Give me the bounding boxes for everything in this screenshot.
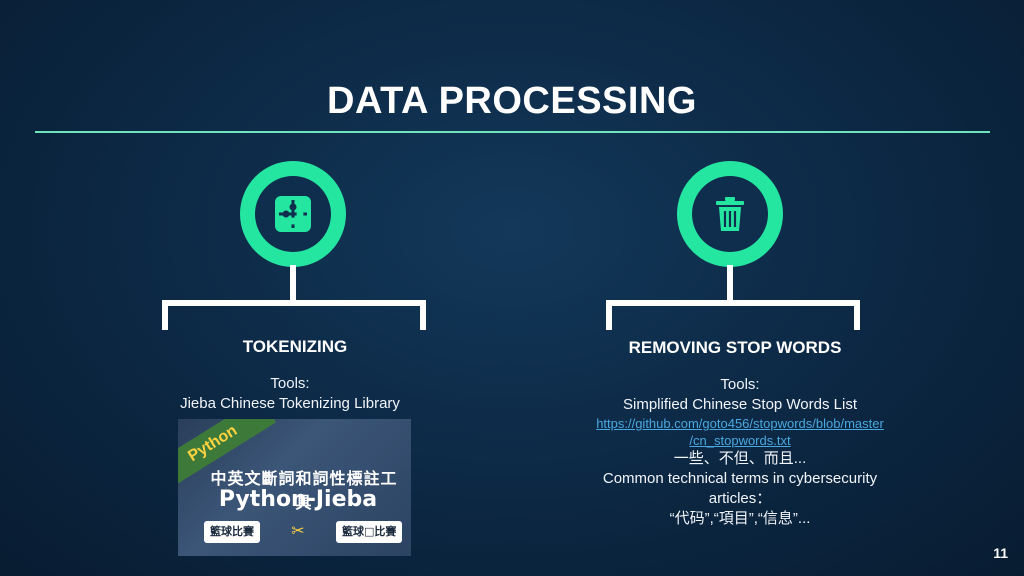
tool-name: Jieba Chinese Tokenizing Library bbox=[180, 395, 400, 412]
left-connector-leg-b bbox=[420, 300, 426, 330]
puzzle-icon bbox=[275, 196, 311, 232]
image-chinese-title: 中英文斷詞和詞性標註工具 bbox=[210, 469, 398, 512]
right-connector-leg-b bbox=[854, 300, 860, 330]
stopwords-link-line2[interactable]: /cn_stopwords.txt bbox=[689, 433, 791, 448]
stopwords-heading: REMOVING STOP WORDS bbox=[628, 338, 842, 357]
python-jieba-image: Python 中英文斷詞和詞性標註工具 Python-Jieba 籃球比賽 ✂ … bbox=[178, 419, 411, 556]
extra-terms-examples: “代码”,“項目”,“信息”... bbox=[669, 510, 811, 527]
right-connector-stem bbox=[727, 265, 733, 303]
title-divider bbox=[35, 131, 990, 133]
stopwords-icon-badge bbox=[677, 161, 783, 267]
image-chip-right: 籃球□比賽 bbox=[336, 521, 403, 543]
left-connector-bar bbox=[162, 300, 426, 306]
extra-terms-line2: articles： bbox=[708, 490, 772, 507]
left-connector-stem bbox=[290, 265, 296, 303]
left-connector-leg-a bbox=[162, 300, 168, 330]
slide-title: DATA PROCESSING bbox=[327, 80, 697, 122]
tokenizing-icon-badge bbox=[240, 161, 346, 267]
tool-name: Simplified Chinese Stop Words List bbox=[623, 396, 857, 413]
image-chip-left: 籃球比賽 bbox=[204, 521, 260, 543]
tokenizing-body: Tools: Jieba Chinese Tokenizing Library bbox=[140, 374, 440, 414]
right-connector-bar bbox=[606, 300, 860, 306]
stopword-examples: 一些、不但、而且... bbox=[673, 450, 807, 467]
tools-label: Tools: bbox=[270, 375, 310, 392]
scissors-icon: ✂ bbox=[291, 523, 305, 540]
image-main-title: Python-Jieba bbox=[218, 487, 378, 512]
tools-label: Tools: bbox=[720, 376, 760, 393]
stopwords-body: Tools: Simplified Chinese Stop Words Lis… bbox=[560, 375, 920, 529]
extra-terms-line1: Common technical terms in cybersecurity bbox=[602, 470, 878, 487]
tokenizing-heading: TOKENIZING bbox=[242, 337, 348, 356]
stopwords-link-line1[interactable]: https://github.com/goto456/stopwords/blo… bbox=[596, 416, 884, 431]
page-number: 11 bbox=[993, 545, 1008, 561]
right-connector-leg-a bbox=[606, 300, 612, 330]
trash-icon bbox=[716, 197, 744, 231]
